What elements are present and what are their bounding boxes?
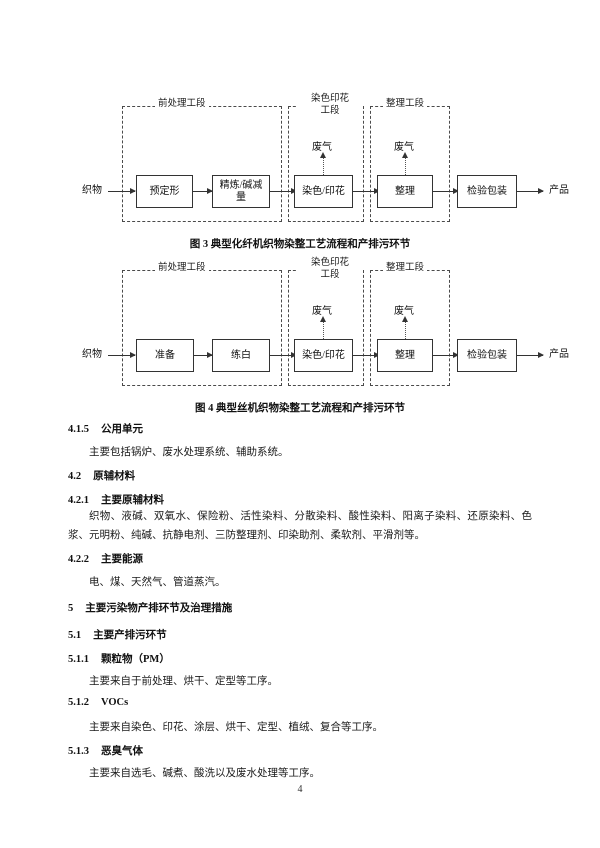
figure-3-box-presetting: 预定形 <box>136 175 193 208</box>
heading-4-1-5: 4.1.5 公用单元 <box>68 421 143 436</box>
figure-3-diagram: 前处理工段 染色印花工段 整理工段 织物 预定形 精炼/碱减量 染色/印花 整理… <box>0 94 600 236</box>
heading-5-1-1-number: 5.1.1 <box>68 654 89 665</box>
heading-5-1: 5.1 主要产排污环节 <box>68 627 167 642</box>
heading-4-2-2-title: 主要能源 <box>101 554 143 565</box>
heading-5-1-2-number: 5.1.2 <box>68 697 89 708</box>
figure-4-emission-arrow-dyeing <box>320 316 326 339</box>
figure-4-caption: 图 4 典型丝机织物染整工艺流程和产排污环节 <box>195 403 405 414</box>
figure-4-arrow-out <box>517 352 544 358</box>
figure-4-emission-label-finishing: 废气 <box>394 306 414 317</box>
heading-5-1-1: 5.1.1 颗粒物（PM） <box>68 651 170 666</box>
paragraph-5-1-2: 主要来自染色、印花、涂层、烘干、定型、植绒、复合等工序。 <box>89 722 383 733</box>
heading-5-title: 主要污染物产排环节及治理措施 <box>85 603 233 614</box>
figure-3-stage-dyeing-label: 染色印花工段 <box>297 94 363 117</box>
figure-4-output-label: 产品 <box>549 349 569 360</box>
figure-4-diagram: 前处理工段 染色印花工段 整理工段 织物 准备 练白 染色/印花 整理 检验包装 <box>0 258 600 400</box>
figure-4-stage-dyeing: 染色印花工段 <box>288 258 364 386</box>
figure-4-stage-pretreatment-label: 前处理工段 <box>155 262 209 274</box>
paragraph-4-1-5: 主要包括锅炉、废水处理系统、辅助系统。 <box>89 447 289 458</box>
figure-3-arrow-3 <box>353 188 380 194</box>
figure-3-box-inspection-packaging: 检验包装 <box>457 175 517 208</box>
figure-3-output-label: 产品 <box>549 185 569 196</box>
figure-3-arrow-4 <box>433 188 459 194</box>
heading-5-1-3-title: 恶臭气体 <box>101 746 143 757</box>
figure-3-stage-finishing: 整理工段 <box>370 98 450 222</box>
figure-3-input-label: 织物 <box>82 185 102 196</box>
figure-3-arrow-in <box>108 188 136 194</box>
figure-4-arrow-3 <box>353 352 380 358</box>
figure-4-arrow-in <box>108 352 136 358</box>
heading-4-1-5-title: 公用单元 <box>101 424 143 435</box>
figure-4-arrow-4 <box>433 352 459 358</box>
heading-4-2-2: 4.2.2 主要能源 <box>68 551 143 566</box>
figure-3-stage-pretreatment-label: 前处理工段 <box>155 98 209 110</box>
heading-5-1-1-title: 颗粒物（PM） <box>101 654 170 665</box>
heading-4-2-1: 4.2.1 主要原辅材料 <box>68 492 164 507</box>
figure-3-arrow-1 <box>193 188 213 194</box>
paragraph-4-2-1: 织物、液碱、双氧水、保险粉、活性染料、分散染料、酸性染料、阳离子染料、还原染料、… <box>68 511 532 541</box>
figure-3-emission-label-dyeing: 废气 <box>312 142 332 153</box>
figure-4-stage-finishing-label: 整理工段 <box>383 262 428 274</box>
figure-4-stage-pretreatment: 前处理工段 <box>122 262 282 386</box>
heading-5-1-3-number: 5.1.3 <box>68 746 89 757</box>
figure-4-input-label: 织物 <box>82 349 102 360</box>
paragraph-5-1-3: 主要来自选毛、碱煮、酸洗以及废水处理等工序。 <box>89 768 320 779</box>
figure-3-stage-finishing-label: 整理工段 <box>383 98 428 110</box>
heading-4-2: 4.2 原辅材料 <box>68 468 135 483</box>
heading-4-1-5-number: 4.1.5 <box>68 424 89 435</box>
figure-3-box-dyeing-printing: 染色/印花 <box>294 175 353 208</box>
figure-4-box-finishing: 整理 <box>377 339 433 372</box>
figure-4-box-inspection-packaging: 检验包装 <box>457 339 517 372</box>
figure-4-stage-dyeing-label: 染色印花工段 <box>297 258 363 281</box>
figure-4: 前处理工段 染色印花工段 整理工段 织物 准备 练白 染色/印花 整理 检验包装 <box>0 258 600 414</box>
figure-3-emission-label-finishing: 废气 <box>394 142 414 153</box>
figure-3-emission-arrow-finishing <box>402 152 408 175</box>
figure-4-arrow-2 <box>270 352 297 358</box>
figure-3-box-finishing: 整理 <box>377 175 433 208</box>
heading-4-2-2-number: 4.2.2 <box>68 554 89 565</box>
figure-3-stage-pretreatment: 前处理工段 <box>122 98 282 222</box>
heading-5-number: 5 <box>68 603 74 614</box>
heading-5-1-2: 5.1.2 VOCs <box>68 697 128 708</box>
heading-5: 5 主要污染物产排环节及治理措施 <box>68 600 232 615</box>
heading-5-1-3: 5.1.3 恶臭气体 <box>68 743 143 758</box>
figure-3-arrow-2 <box>270 188 297 194</box>
heading-4-2-title: 原辅材料 <box>93 471 136 482</box>
figure-4-arrow-1 <box>194 352 213 358</box>
heading-5-1-title: 主要产排污环节 <box>93 630 167 641</box>
figure-4-box-scouring-bleaching: 练白 <box>212 339 270 372</box>
figure-3-arrow-out <box>517 188 544 194</box>
figure-3-box-scouring: 精炼/碱减量 <box>212 175 270 208</box>
figure-3-stage-dyeing: 染色印花工段 <box>288 94 364 222</box>
paragraph-5-1-1: 主要来自于前处理、烘干、定型等工序。 <box>89 676 278 687</box>
heading-5-1-number: 5.1 <box>68 630 82 641</box>
figure-4-box-dyeing-printing: 染色/印花 <box>294 339 353 372</box>
figure-4-emission-label-dyeing: 废气 <box>312 306 332 317</box>
figure-4-stage-finishing: 整理工段 <box>370 262 450 386</box>
figure-3: 前处理工段 染色印花工段 整理工段 织物 预定形 精炼/碱减量 染色/印花 整理… <box>0 94 600 250</box>
figure-3-caption: 图 3 典型化纤机织物染整工艺流程和产排污环节 <box>189 239 411 250</box>
heading-4-2-number: 4.2 <box>68 471 82 482</box>
heading-4-2-1-number: 4.2.1 <box>68 495 89 506</box>
heading-5-1-2-title: VOCs <box>101 697 129 708</box>
figure-3-emission-arrow-dyeing <box>320 152 326 175</box>
page-number: 4 <box>297 784 303 795</box>
figure-4-emission-arrow-finishing <box>402 316 408 339</box>
figure-4-box-preparation: 准备 <box>136 339 194 372</box>
paragraph-4-2-2: 电、煤、天然气、管道蒸汽。 <box>89 577 226 588</box>
heading-4-2-1-title: 主要原辅材料 <box>101 495 164 506</box>
